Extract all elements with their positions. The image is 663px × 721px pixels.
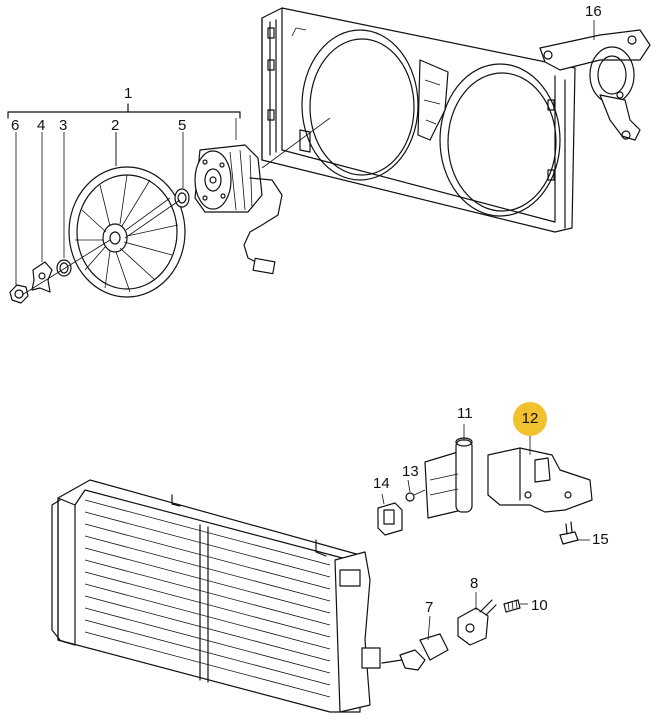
part-label-14: 14 (373, 475, 390, 492)
group-bracket-1 (7, 103, 241, 119)
mount-11 (424, 437, 473, 519)
part-label-15: 15 (592, 531, 609, 548)
clip-4 (31, 261, 53, 293)
screw-10 (503, 599, 521, 613)
connector-8 (457, 599, 497, 646)
part-label-16: 16 (585, 3, 602, 20)
part-label-3: 3 (59, 117, 68, 134)
fan-motor (194, 144, 283, 275)
part-label-4: 4 (37, 117, 46, 134)
leader-14 (381, 493, 385, 505)
part-label-5: 5 (178, 117, 187, 134)
fan-shroud (261, 7, 576, 233)
part-label-10: 10 (531, 597, 548, 614)
radiator (51, 479, 381, 713)
plug-13 (405, 492, 415, 502)
leader-13 (407, 479, 411, 493)
washer-3 (56, 259, 72, 277)
fan-wheel (68, 166, 186, 298)
relay-14 (377, 502, 403, 536)
nut-6 (9, 284, 29, 304)
seal-5 (174, 188, 190, 208)
part-label-1: 1 (124, 85, 133, 102)
bracket-12 (487, 447, 593, 513)
part-label-8: 8 (470, 575, 479, 592)
part-label-6: 6 (11, 117, 20, 134)
leader-7 (427, 615, 431, 641)
part-label-7: 7 (425, 599, 434, 616)
sensor-7 (381, 633, 449, 671)
part-label-11: 11 (457, 405, 473, 422)
part-label-13: 13 (402, 463, 419, 480)
part-label-12-highlighted: 12 (513, 402, 547, 436)
bracket (539, 29, 651, 141)
bolt-15 (559, 521, 579, 545)
part-label-2: 2 (111, 117, 120, 134)
